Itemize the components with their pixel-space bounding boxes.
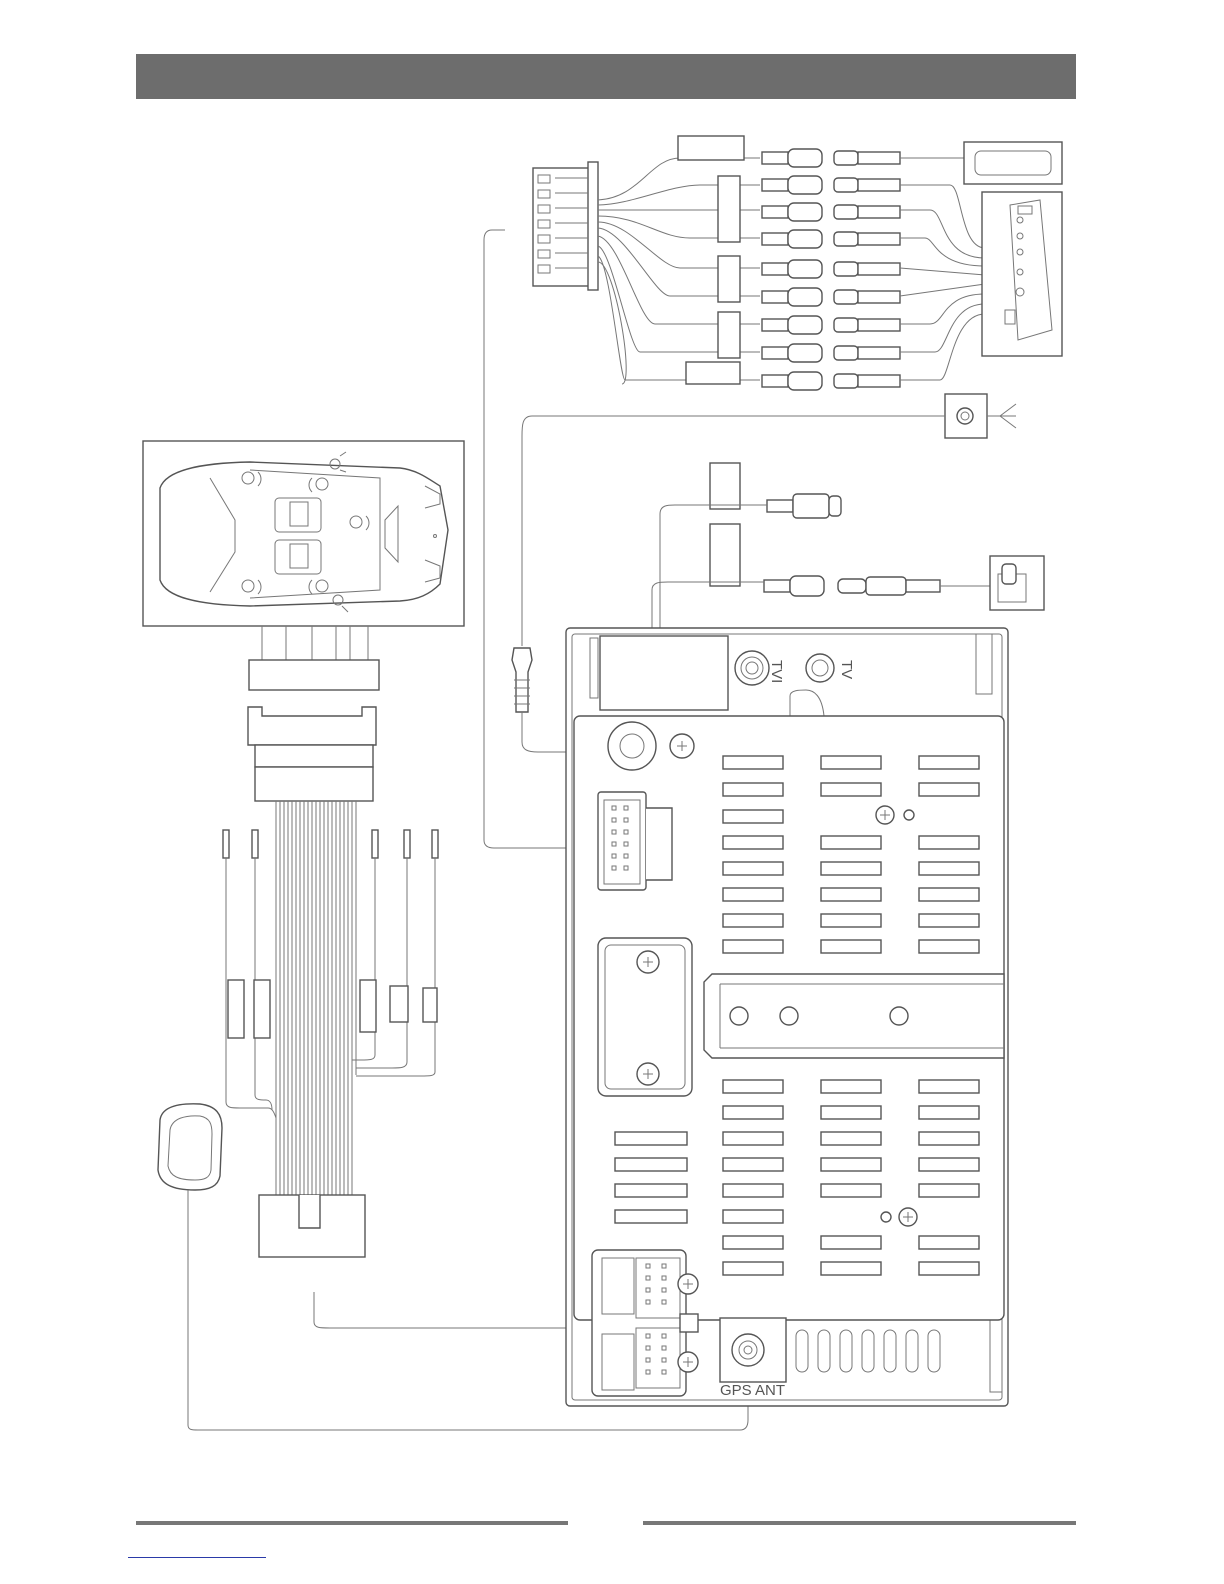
amplifier-device: [982, 192, 1062, 356]
loose-wire-ends: [223, 830, 438, 858]
monitor-device: [964, 142, 1062, 184]
rca-pair-7: [762, 316, 900, 334]
head-unit: TVI TV: [566, 628, 1008, 1406]
tv-in-label: TV: [838, 660, 855, 679]
car-body: [160, 462, 448, 606]
footer-rule-right: [643, 1521, 1076, 1525]
tv-out-label: TVI: [768, 660, 785, 683]
harness-socket: [592, 1250, 698, 1396]
rca-harness-connector: [533, 162, 598, 290]
footer-link-underline: [128, 1557, 266, 1558]
speaker-plug: [249, 660, 379, 690]
side-module: [598, 938, 692, 1096]
gps-ant-label: GPS ANT: [720, 1382, 785, 1399]
rear-camera: [990, 556, 1044, 610]
rca-pair-1: [762, 149, 900, 167]
rca-wire-tags: [678, 136, 744, 384]
rca-plug-pairs: [762, 149, 900, 390]
mounting-bracket: [704, 974, 1004, 1058]
main-harness-plug: [259, 1195, 365, 1257]
iso-connector: [248, 707, 376, 801]
mic-plug: [767, 494, 841, 518]
rca-pair-4: [762, 230, 900, 248]
rca-pair-2: [762, 176, 900, 194]
rca-harness: [522, 136, 1062, 646]
rca-pair-5: [762, 260, 900, 278]
external-device-wires: [900, 158, 985, 380]
wire-bundle: [276, 801, 356, 1195]
gps-socket: GPS ANT: [720, 1318, 786, 1399]
rca-pair-9: [762, 372, 900, 390]
footer-rule-left: [136, 1521, 568, 1525]
rca-pair-3: [762, 203, 900, 221]
camera-rca-plug: [764, 576, 990, 596]
antenna-jack: [522, 394, 1016, 646]
rca-pair-8: [762, 344, 900, 362]
car-speaker-diagram: [143, 441, 464, 626]
rca-pair-6: [762, 288, 900, 306]
